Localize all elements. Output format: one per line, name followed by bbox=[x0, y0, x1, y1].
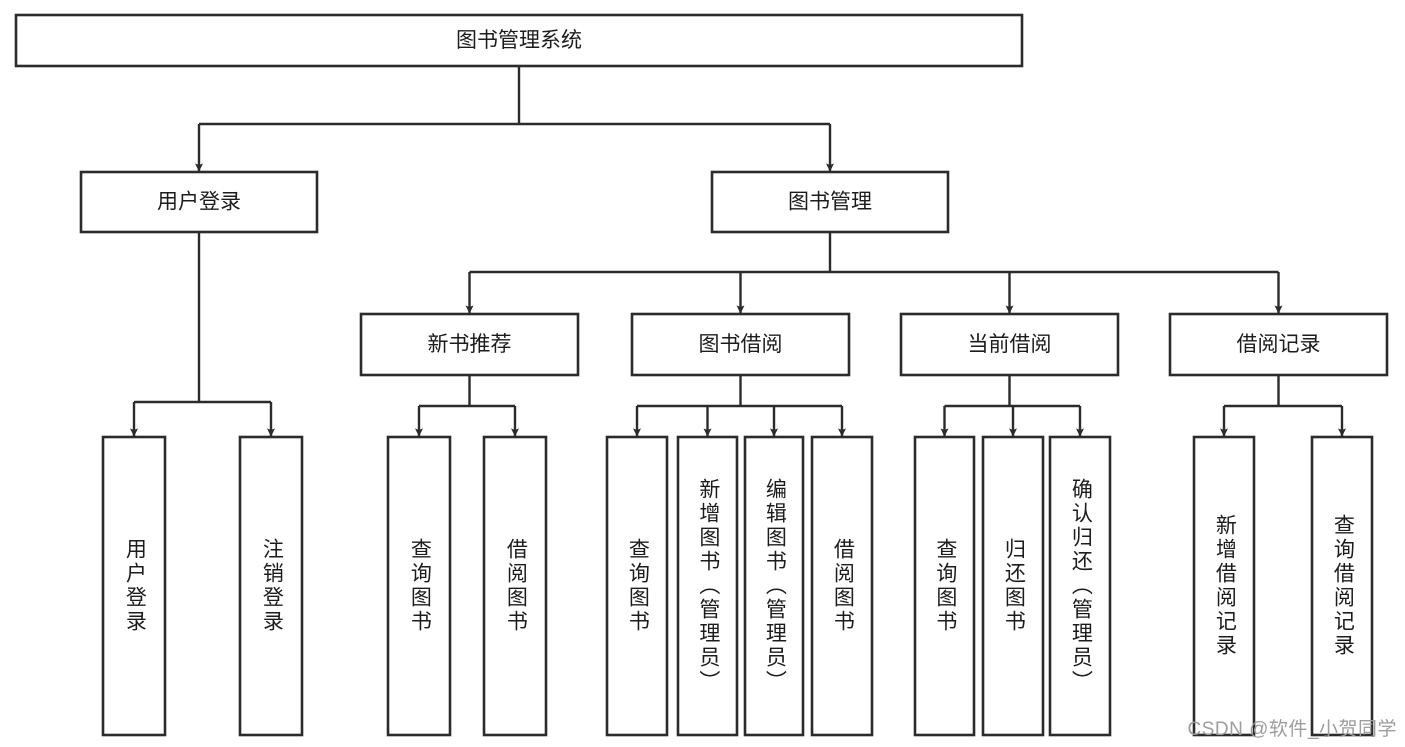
node-box-leaf-query-record bbox=[1310, 435, 1374, 737]
node-label-root: 图书管理系统 bbox=[456, 29, 582, 52]
node-label-book-manage: 图书管理 bbox=[788, 191, 872, 214]
node-box-leaf-user-login bbox=[101, 435, 167, 737]
node-box-user-login bbox=[79, 170, 319, 234]
edge-group-user-login bbox=[130, 232, 275, 437]
node-box-leaf-query-book-3 bbox=[913, 435, 976, 737]
node-box-leaf-borrow-book-2 bbox=[810, 435, 874, 737]
node-box-leaf-logout bbox=[238, 435, 304, 737]
edge-group-book-manage bbox=[465, 232, 1283, 314]
edge-group-new-book-rec bbox=[415, 375, 519, 437]
csdn-watermark: CSDN @软件_小贺同学 bbox=[1187, 719, 1397, 740]
node-box-book-manage bbox=[710, 170, 950, 234]
edge-group-borrow-record bbox=[1220, 375, 1346, 437]
edge-group-current-borrow bbox=[940, 375, 1084, 437]
node-box-leaf-return-book bbox=[981, 435, 1045, 737]
edge-group-root bbox=[195, 66, 834, 172]
node-box-book-borrow bbox=[630, 312, 851, 377]
node-label-new-book-rec: 新书推荐 bbox=[428, 333, 512, 356]
node-box-root bbox=[14, 13, 1024, 68]
node-label-current-borrow: 当前借阅 bbox=[968, 333, 1052, 356]
node-box-leaf-borrow-book-1 bbox=[482, 435, 548, 737]
node-box-leaf-confirm-return bbox=[1048, 435, 1112, 737]
node-box-current-borrow bbox=[899, 312, 1120, 377]
node-box-leaf-add-book bbox=[676, 435, 739, 737]
node-box-leaf-add-record bbox=[1192, 435, 1256, 737]
node-box-leaf-query-book-1 bbox=[386, 435, 452, 737]
edges-layer bbox=[130, 66, 1346, 437]
node-label-borrow-record: 借阅记录 bbox=[1237, 333, 1321, 356]
node-box-new-book-rec bbox=[359, 312, 580, 377]
node-label-user-login: 用户登录 bbox=[157, 191, 241, 214]
node-label-book-borrow: 图书借阅 bbox=[699, 333, 783, 356]
edge-group-book-borrow bbox=[633, 375, 846, 437]
boxes-layer bbox=[14, 13, 1389, 737]
node-box-leaf-edit-book bbox=[743, 435, 805, 737]
node-box-borrow-record bbox=[1168, 312, 1389, 377]
node-box-leaf-query-book-2 bbox=[605, 435, 669, 737]
